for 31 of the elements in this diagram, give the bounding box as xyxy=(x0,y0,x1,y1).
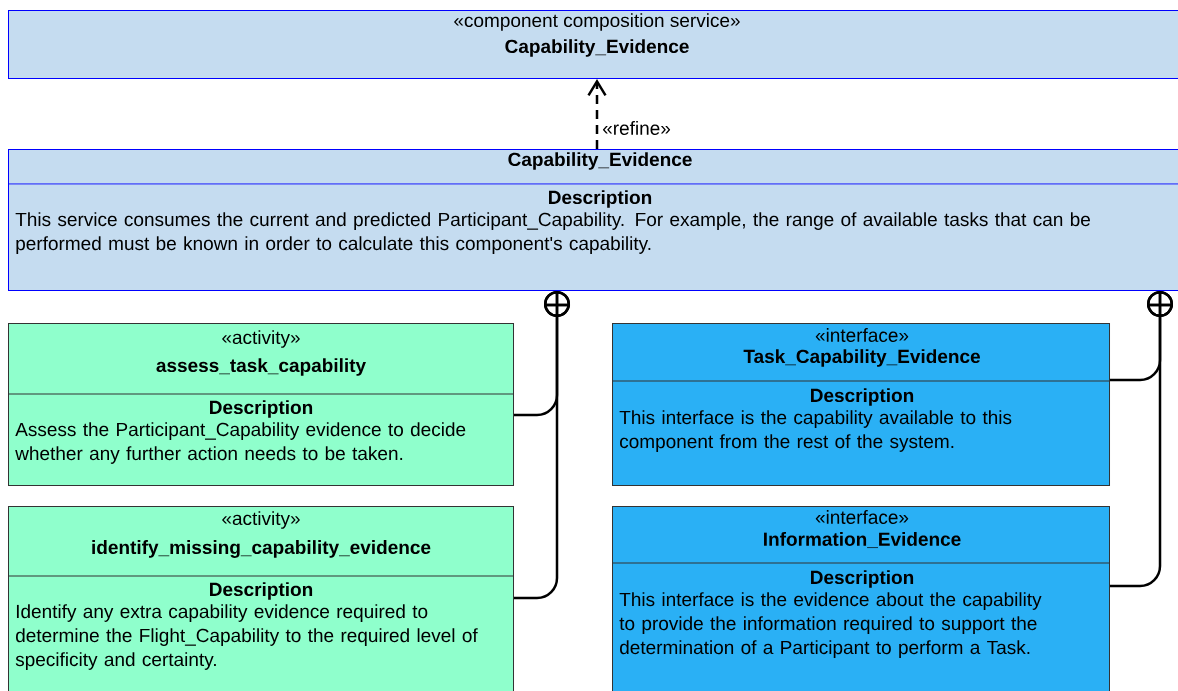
class-box xyxy=(7,149,1178,291)
section-heading: Description xyxy=(549,190,652,208)
dependency-arrow xyxy=(587,79,607,149)
class-box xyxy=(7,506,514,691)
containment-line xyxy=(512,290,572,600)
class-name: Task_Capability_Evidence xyxy=(743,349,980,367)
edge-label: «refine» xyxy=(601,120,672,136)
stereotype-label: «interface» xyxy=(815,328,909,342)
class-box xyxy=(611,323,1110,486)
stereotype-label: «interface» xyxy=(815,510,909,524)
class-name: assess_task_capability xyxy=(156,358,366,376)
section-heading: Description xyxy=(210,400,313,418)
stereotype-label: «component composition service» xyxy=(454,13,740,31)
description-text: This service consumes the current and predicted Participant_Capability. For example, the range of available tasks that can be performed must be known in order to calculate this component's capability. xyxy=(15,212,1090,254)
stereotype-label: «activity» xyxy=(222,511,300,529)
description-text: This interface is the evidence about the capability to provide the information required to support the determination of a Participant to perform a Task. xyxy=(619,592,1042,658)
class-name: Capability_Evidence xyxy=(505,39,689,57)
description-text: This interface is the capability available to this component from the rest of the system. xyxy=(619,410,1012,452)
section-heading: Description xyxy=(811,388,914,406)
section-heading: Description xyxy=(210,582,313,600)
description-text: Identify any extra capability evidence required to determine the Flight_Capability to the required level of specificity and certainty. xyxy=(15,604,478,670)
class-box xyxy=(611,506,1110,691)
section-heading: Description xyxy=(811,570,914,588)
stereotype-label: «activity» xyxy=(222,330,300,348)
class-box xyxy=(7,323,514,486)
class-name: identify_missing_capability_evidence xyxy=(92,540,431,558)
class-name: Information_Evidence xyxy=(764,531,961,549)
class-box xyxy=(8,10,1178,79)
containment-line xyxy=(1108,290,1175,588)
class-name: Capability_Evidence xyxy=(508,152,692,170)
description-text: Assess the Participant_Capability evidence to decide whether any further action needs to be taken. xyxy=(15,422,466,464)
